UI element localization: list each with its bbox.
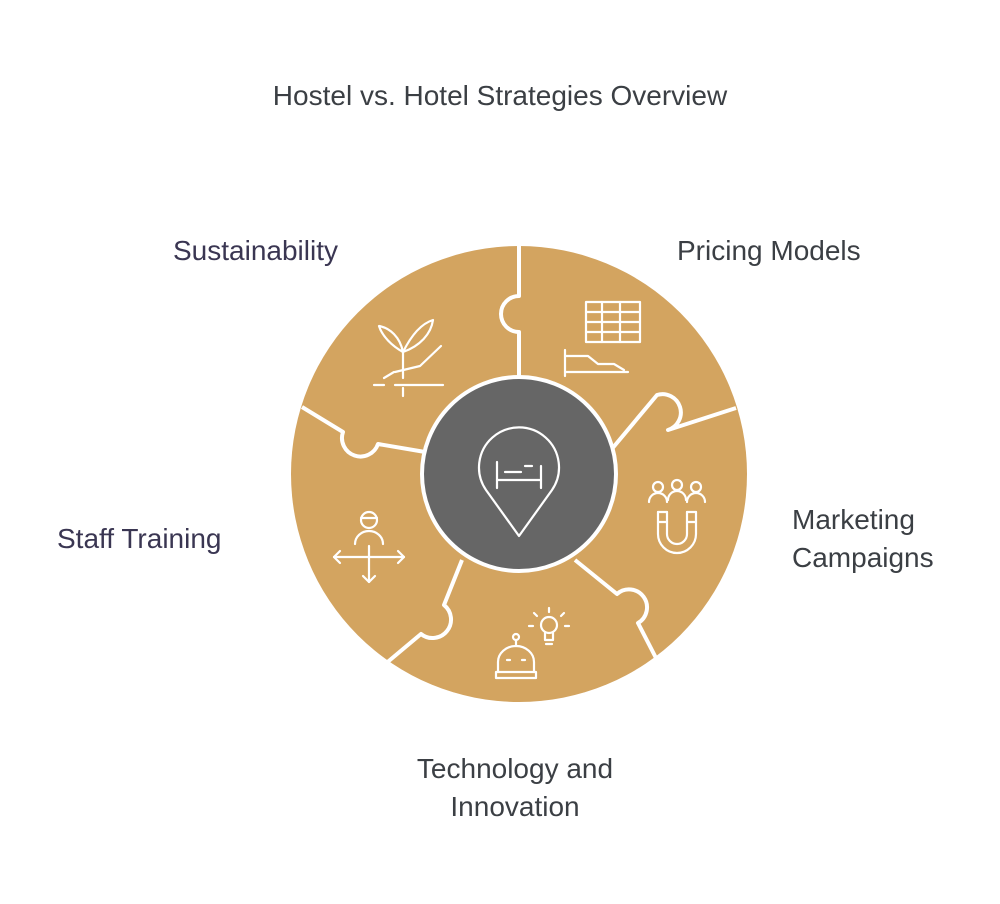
divider-top xyxy=(499,246,521,389)
segment-label-line: Technology and xyxy=(416,753,614,784)
center-circle xyxy=(420,375,618,573)
segment-label-pricing-models: Pricing Models xyxy=(677,235,861,266)
segment-label-staff-training: Staff Training xyxy=(57,523,222,554)
segment-label-line: Innovation xyxy=(450,791,580,822)
plant-hand-icon xyxy=(372,318,445,398)
segment-label-technology-innovation: Technology and Innovation xyxy=(395,750,635,826)
puzzle-dividers xyxy=(300,246,737,667)
person-arrows-icon xyxy=(332,510,406,584)
segment-label-line: Marketing xyxy=(792,504,915,535)
diagram-title: Hostel vs. Hotel Strategies Overview xyxy=(272,80,728,111)
people-magnet-icon xyxy=(647,478,707,555)
pricing-table-hand-icon xyxy=(563,300,642,378)
divider-bottom-left xyxy=(382,559,464,667)
divider-bottom-right xyxy=(573,558,658,659)
segment-label-line: Campaigns xyxy=(792,542,934,573)
bed-location-pin-icon xyxy=(477,426,561,538)
divider-left xyxy=(300,405,432,459)
robot-lightbulb-icon xyxy=(494,606,571,680)
segment-label-marketing-campaigns: Marketing Campaigns xyxy=(792,501,934,577)
divider-right xyxy=(609,392,737,452)
segment-label-sustainability: Sustainability xyxy=(173,235,338,266)
